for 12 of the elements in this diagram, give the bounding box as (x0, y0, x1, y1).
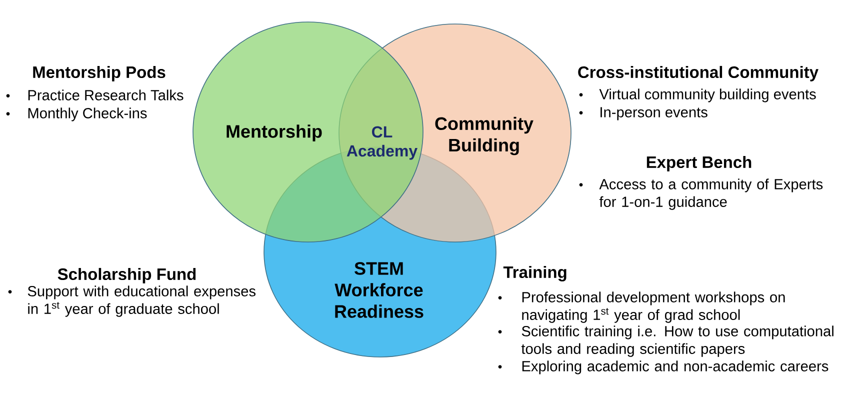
list-heading: Mentorship Pods (33, 66, 166, 82)
list-item: Virtual community building events (599, 88, 816, 102)
list-item: Support with educational expenses in 1$^{st}$ year of graduate school (28, 286, 256, 317)
list-heading: Scholarship Fund (58, 268, 196, 284)
list-item: Exploring academic and non-academic careers (522, 360, 828, 374)
list-item: Monthly Check-ins (28, 108, 147, 122)
list-item: Scientific training i.e. How to use computational tools and reading scientific papers (521, 326, 834, 357)
list-item: Access to a community of Experts for 1-on-1 guidance (599, 178, 823, 210)
list-heading: Expert Bench (646, 156, 752, 172)
list-heading: Training (503, 266, 566, 282)
list-item: In-person events (600, 107, 708, 120)
list-item: Professional development workshops on navigating 1$^{st}$ year of grad school (522, 292, 785, 323)
